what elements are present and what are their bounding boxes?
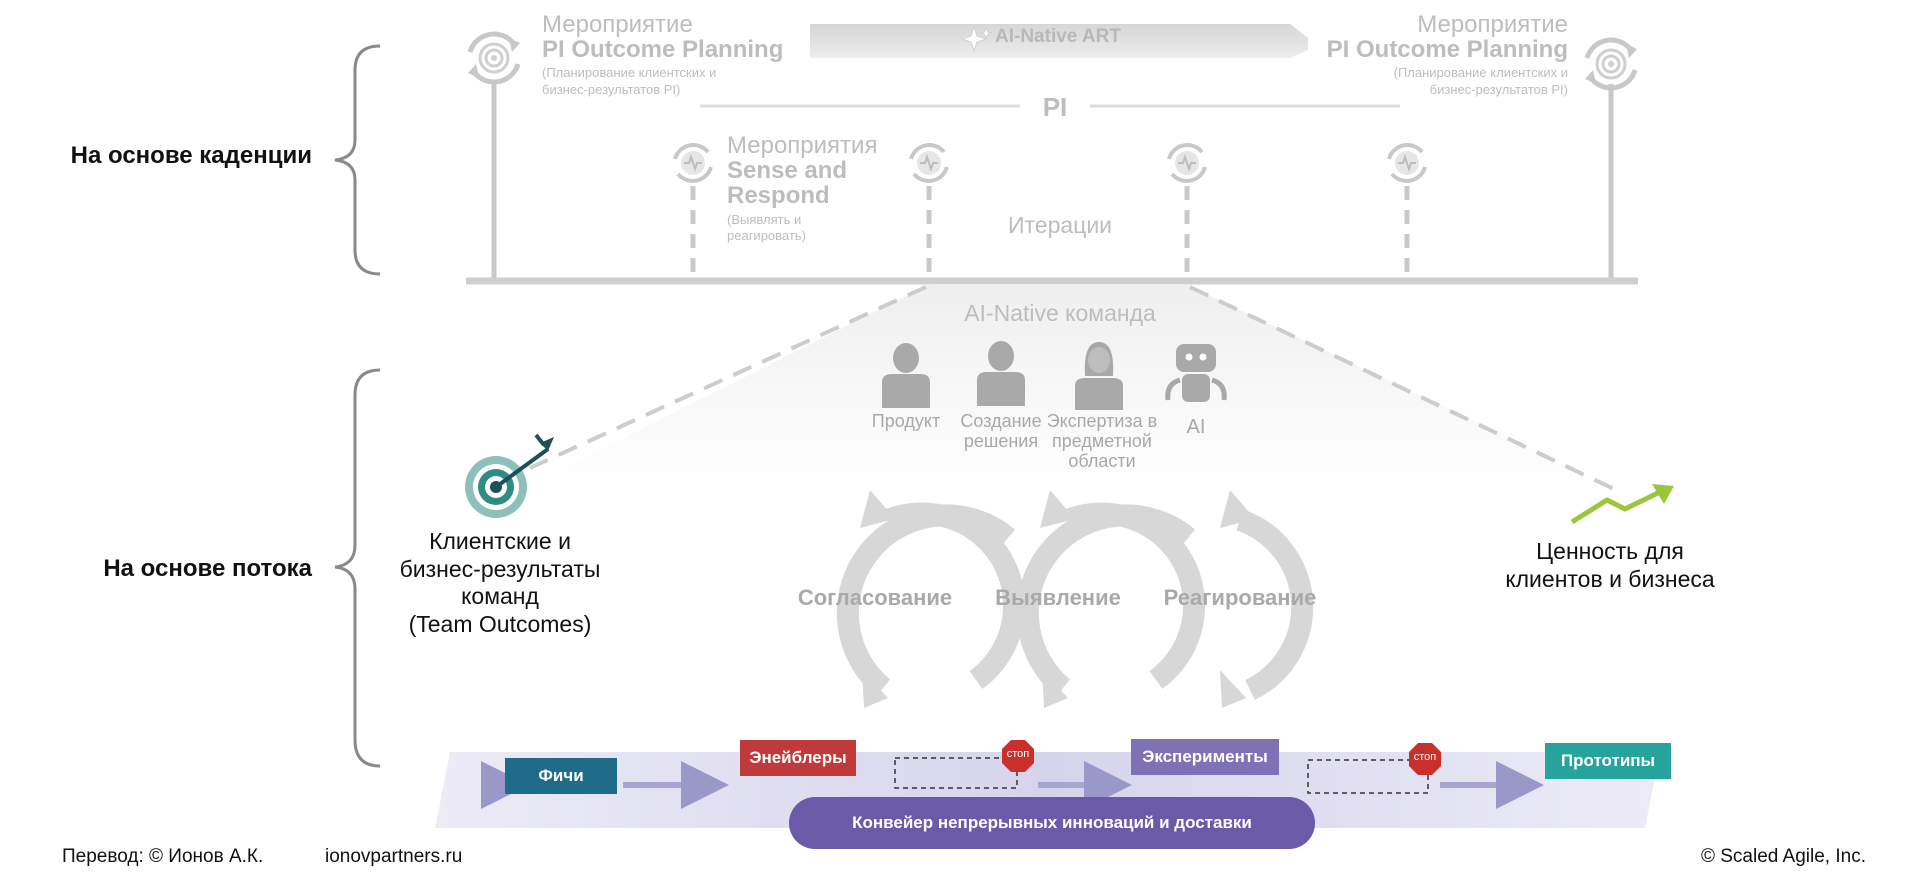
team-outcomes-line2: бизнес-результаты [399, 555, 601, 582]
sense-respond-sub2: реагировать) [727, 227, 806, 243]
pipeline-banner: Конвейер непрерывных инноваций и доставк… [789, 797, 1315, 849]
pulse-cycle-icon-4 [1387, 143, 1427, 183]
stop-sign-icon-2 [1409, 743, 1441, 775]
role-expertise-line3: области [1068, 450, 1136, 471]
pi-planning-right-title: PI Outcome Planning [1326, 36, 1568, 64]
funnel-dash-right [1189, 285, 1617, 492]
cadence-label: На основе каденции [70, 142, 312, 169]
pi-planning-right-sub1: (Планирование клиентских и [1393, 65, 1568, 81]
pipeline-enablers: Энейблеры [740, 740, 856, 776]
stop-sign-text-1: стоп [1006, 748, 1030, 760]
role-solution: Создание решения [946, 411, 1056, 452]
cycle-arrowheads [860, 490, 1255, 708]
pipeline-dashed-slot-1 [894, 757, 1018, 789]
cycle-label-align: Согласование [797, 585, 953, 610]
pi-planning-left-sub2: бизнес-результатов PI) [542, 81, 681, 97]
stop-sign-icon-1 [1002, 740, 1034, 772]
pulse-cycle-icon-2 [909, 143, 949, 183]
footer-copyright: © Scaled Agile, Inc. [1700, 846, 1866, 867]
pipeline-features: Фичи [505, 758, 617, 794]
role-expertise: Экспертиза в предметной области [1041, 411, 1163, 471]
ai-native-art-bar [810, 24, 1308, 58]
robot-icon-ai [1165, 344, 1227, 402]
pi-cycle-icon-left [467, 31, 521, 85]
role-ai: AI [1186, 416, 1206, 438]
pi-planning-right-sub2: бизнес-результатов PI) [1429, 81, 1568, 97]
team-outcomes-line4: (Team Outcomes) [408, 610, 592, 637]
cycle-label-respond: Реагирование [1163, 585, 1317, 610]
role-expertise-line1: Экспертиза в [1046, 411, 1158, 431]
role-expertise-line2: предметной [1052, 430, 1152, 451]
person-icon-expertise [1075, 342, 1123, 410]
pi-planning-event-left: Мероприятие PI Outcome Planning (Планиро… [542, 12, 842, 98]
pulse-cycle-icon-1 [673, 143, 713, 183]
sparkle-icon [960, 25, 993, 53]
stop-sign-text-2: стоп [1413, 751, 1437, 763]
pi-label: PI [1042, 92, 1068, 122]
pipeline-experiments: Эксперименты [1131, 739, 1279, 775]
pi-planning-event-right: Мероприятие PI Outcome Planning (Планиро… [1268, 12, 1568, 98]
team-title: AI-Native команда [964, 300, 1156, 326]
footer-site-link[interactable]: ionovpartners.ru [325, 846, 463, 867]
team-outcomes-line1: Клиентские и [429, 528, 571, 554]
sense-respond-line2: Sense and [727, 157, 848, 185]
pi-cycle-icon-right [1584, 37, 1638, 91]
target-icon [465, 433, 554, 518]
value-text: Ценность для клиентов и бизнеса [1470, 538, 1750, 593]
person-icon-product [882, 343, 930, 408]
sense-respond-sub1: (Выявлять и [727, 211, 802, 227]
cycle-label-sense: Выявление [995, 585, 1121, 610]
sense-respond-line3: Respond [727, 182, 830, 210]
pipeline-dashed-slot-2 [1307, 759, 1429, 794]
cycle-loops [836, 502, 1314, 700]
pipeline-prototypes: Прототипы [1545, 743, 1671, 779]
role-product: Продукт [871, 411, 941, 431]
sense-respond-event: Мероприятия Sense and Respond (Выявлять … [727, 133, 927, 244]
pulse-cycle-icon-3 [1167, 143, 1207, 183]
team-outcomes-text: Клиентские и бизнес-результаты команд (T… [370, 528, 630, 638]
flow-brace [334, 368, 381, 768]
cadence-brace [334, 44, 381, 276]
pi-planning-left-title: PI Outcome Planning [542, 36, 784, 64]
person-icon-solution [977, 341, 1025, 406]
iterations-label: Итерации [1007, 212, 1113, 238]
funnel-dash-left [529, 285, 927, 470]
role-solution-line1: Создание [960, 411, 1042, 431]
pi-planning-right-line1: Мероприятие [1417, 11, 1568, 38]
ai-native-art-label: AI-Native ART [995, 26, 1121, 47]
team-funnel [520, 284, 1620, 490]
footer-translation: Перевод: © Ионов А.К. [62, 846, 264, 867]
value-line1: Ценность для [1536, 538, 1684, 564]
growth-arrow-icon [1570, 484, 1674, 525]
role-solution-line2: решения [963, 430, 1039, 451]
flow-label: На основе потока [103, 555, 312, 582]
sense-respond-line1: Мероприятия [727, 132, 878, 159]
pi-planning-left-line1: Мероприятие [542, 11, 693, 38]
value-line2: клиентов и бизнеса [1505, 565, 1715, 592]
pi-planning-left-sub1: (Планирование клиентских и [542, 65, 717, 81]
team-outcomes-line3: команд [461, 583, 539, 610]
